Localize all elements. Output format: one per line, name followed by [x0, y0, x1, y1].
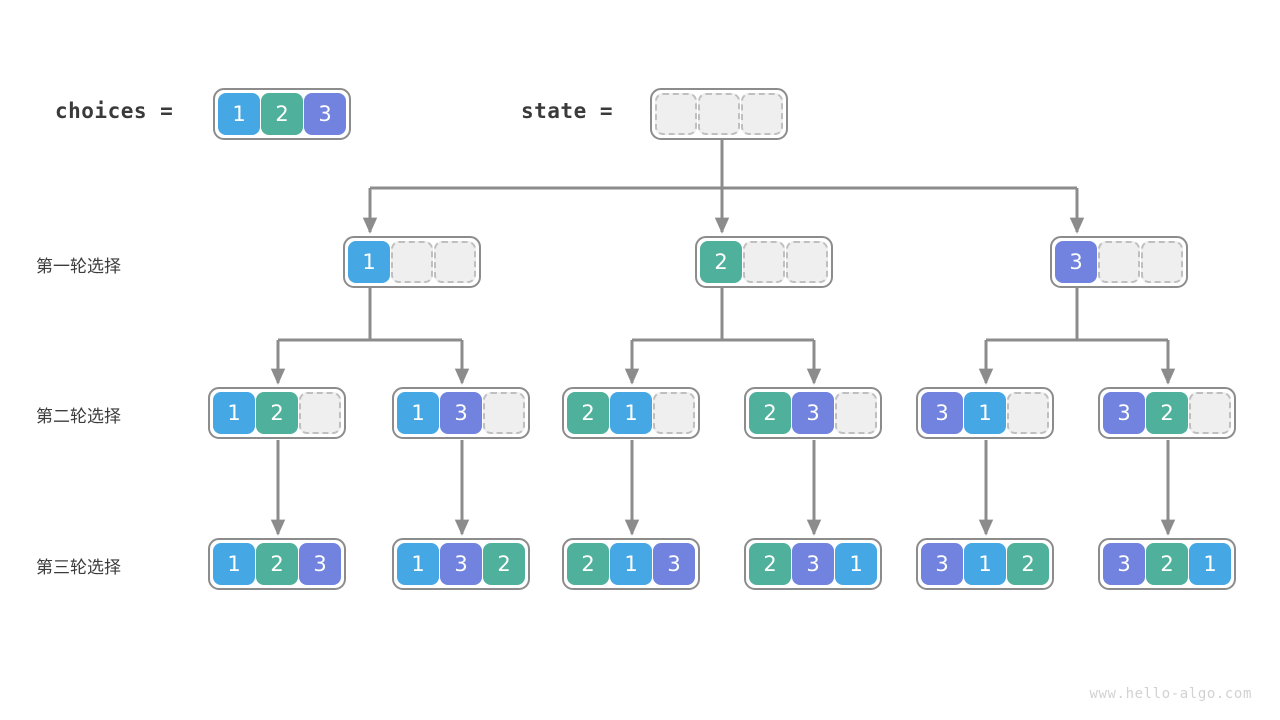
cell-empty	[743, 241, 785, 283]
state-node-round-1-2: 2	[695, 236, 833, 288]
cell-value-3: 3	[440, 543, 482, 585]
cell-value-2: 2	[567, 543, 609, 585]
cell-empty	[835, 392, 877, 434]
cell-empty	[434, 241, 476, 283]
cell-empty	[786, 241, 828, 283]
cell-empty	[1141, 241, 1183, 283]
row-label-round-1: 第一轮选择	[36, 257, 121, 277]
cell-empty	[1098, 241, 1140, 283]
cell-empty	[391, 241, 433, 283]
cell-value-1: 1	[397, 392, 439, 434]
cell-value-3: 3	[304, 93, 346, 135]
cell-value-1: 1	[964, 543, 1006, 585]
cell-value-3: 3	[299, 543, 341, 585]
state-node-round-1-1: 1	[343, 236, 481, 288]
cell-value-1: 1	[1189, 543, 1231, 585]
cell-value-2: 2	[1146, 392, 1188, 434]
cell-value-2: 2	[483, 543, 525, 585]
cell-value-3: 3	[792, 392, 834, 434]
cell-empty	[655, 93, 697, 135]
cell-value-2: 2	[700, 241, 742, 283]
cell-value-3: 3	[792, 543, 834, 585]
cell-value-3: 3	[440, 392, 482, 434]
cell-value-1: 1	[213, 392, 255, 434]
cell-value-3: 3	[921, 392, 963, 434]
cell-empty	[653, 392, 695, 434]
cell-value-3: 3	[1103, 392, 1145, 434]
state-label: state =	[521, 99, 614, 123]
cell-value-3: 3	[1103, 543, 1145, 585]
cell-value-2: 2	[1007, 543, 1049, 585]
cell-value-2: 2	[567, 392, 609, 434]
choices-label: choices =	[55, 99, 174, 123]
cell-empty	[741, 93, 783, 135]
cell-empty	[299, 392, 341, 434]
watermark: www.hello-algo.com	[1089, 686, 1252, 702]
cell-value-1: 1	[348, 241, 390, 283]
cell-value-2: 2	[261, 93, 303, 135]
cell-value-1: 1	[964, 392, 1006, 434]
cell-value-3: 3	[921, 543, 963, 585]
cell-value-1: 1	[397, 543, 439, 585]
cell-value-2: 2	[1146, 543, 1188, 585]
row-label-round-3: 第三轮选择	[36, 558, 121, 578]
cell-empty	[483, 392, 525, 434]
row-label-round-2: 第二轮选择	[36, 407, 121, 427]
cell-value-2: 2	[749, 543, 791, 585]
cell-empty	[1007, 392, 1049, 434]
state-array	[650, 88, 788, 140]
cell-value-3: 3	[653, 543, 695, 585]
cell-value-1: 1	[610, 543, 652, 585]
cell-value-2: 2	[256, 543, 298, 585]
cell-value-1: 1	[610, 392, 652, 434]
cell-value-2: 2	[749, 392, 791, 434]
cell-empty	[698, 93, 740, 135]
state-node-round-1-3: 3	[1050, 236, 1188, 288]
cell-value-3: 3	[1055, 241, 1097, 283]
cell-value-1: 1	[213, 543, 255, 585]
cell-empty	[1189, 392, 1231, 434]
cell-value-2: 2	[256, 392, 298, 434]
cell-value-1: 1	[218, 93, 260, 135]
cell-value-1: 1	[835, 543, 877, 585]
